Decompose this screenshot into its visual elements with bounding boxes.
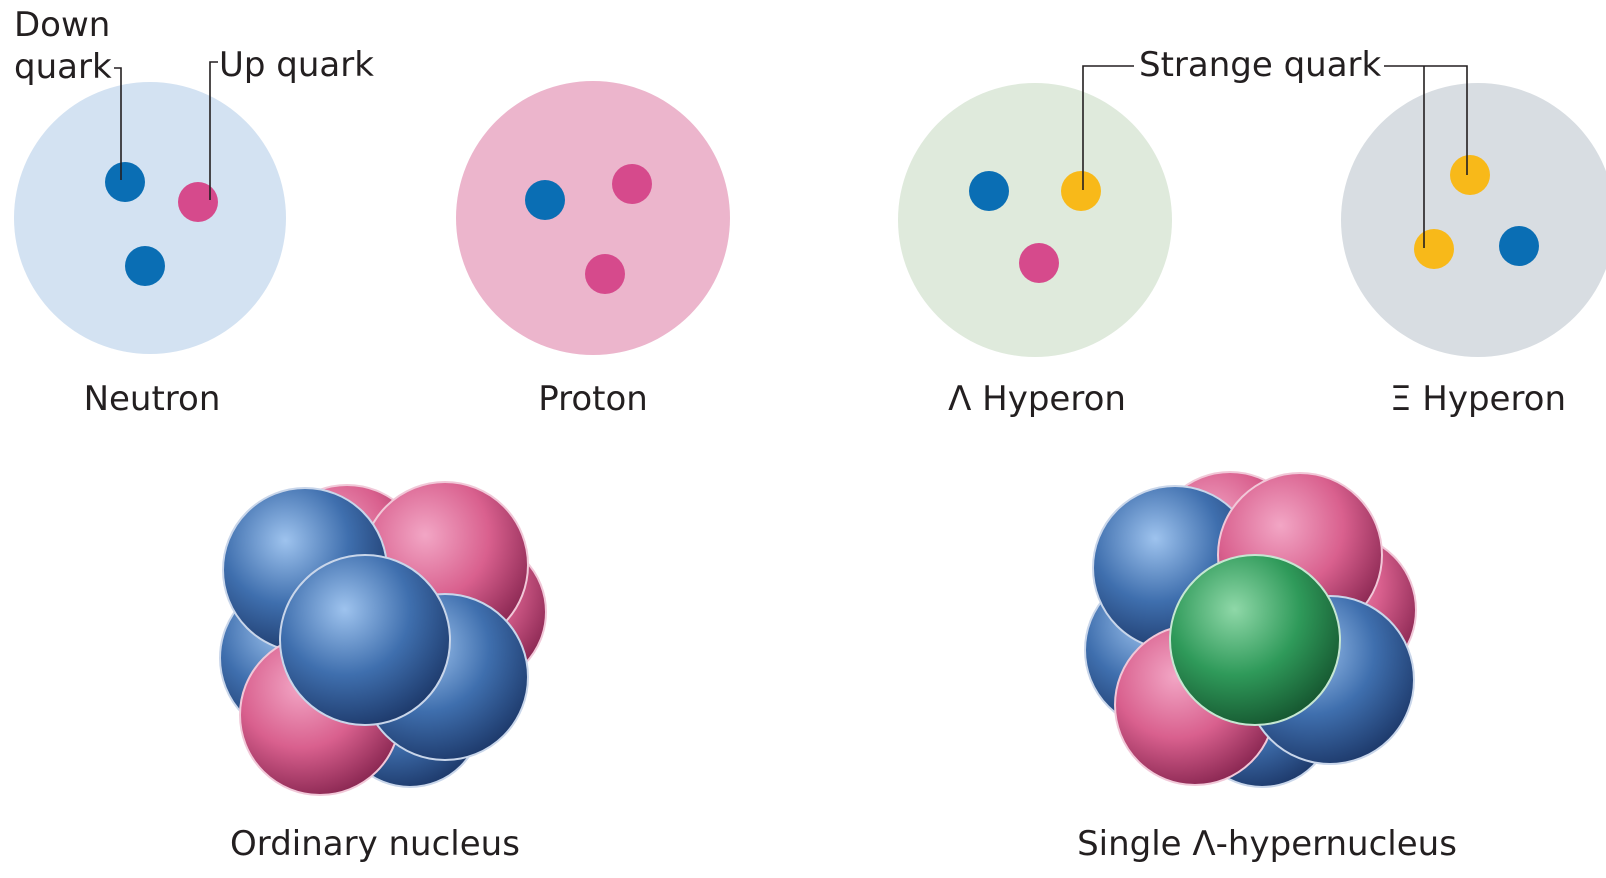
proton-background [456, 81, 730, 355]
strange-quark [1450, 155, 1490, 195]
strange-quark [1061, 171, 1101, 211]
neutron-background [14, 82, 286, 354]
xi-hyperon-group: Ξ Hyperon [1341, 83, 1606, 419]
lambda-hyperon-label: Λ Hyperon [948, 379, 1126, 419]
lambda-hyperon-background [898, 83, 1172, 357]
down-quark [525, 180, 565, 220]
proton-label: Proton [538, 379, 648, 419]
strange-quark-label: Strange quark [1139, 45, 1382, 85]
strange-quark [1414, 229, 1454, 269]
xi-hyperon-label: Ξ Hyperon [1390, 379, 1566, 419]
ordinary-nucleus: Ordinary nucleus [220, 482, 546, 864]
lambda-hyperon-group: Λ Hyperon [898, 83, 1172, 419]
lambda-hypernucleus: Single Λ-hypernucleus [1077, 472, 1457, 864]
up-quark [585, 254, 625, 294]
neutron-group: Neutron [14, 82, 286, 419]
down-quark-label-line2: quark [14, 47, 112, 87]
up-quark-label: Up quark [219, 45, 374, 85]
lambda-hypernucleus-label: Single Λ-hypernucleus [1077, 824, 1457, 864]
down-quark [125, 246, 165, 286]
down-quark [1499, 226, 1539, 266]
down-quark [969, 171, 1009, 211]
up-quark [612, 164, 652, 204]
xi-hyperon-background [1341, 83, 1606, 357]
ordinary-nucleus-label: Ordinary nucleus [230, 824, 520, 864]
down-quark [105, 162, 145, 202]
up-quark [178, 182, 218, 222]
down-quark-label-line1: Down [14, 5, 110, 45]
lambda-sphere [1170, 555, 1340, 725]
up-quark [1019, 243, 1059, 283]
neutron-label: Neutron [84, 379, 221, 419]
proton-group: Proton [456, 81, 730, 419]
neutron-sphere [280, 555, 450, 725]
